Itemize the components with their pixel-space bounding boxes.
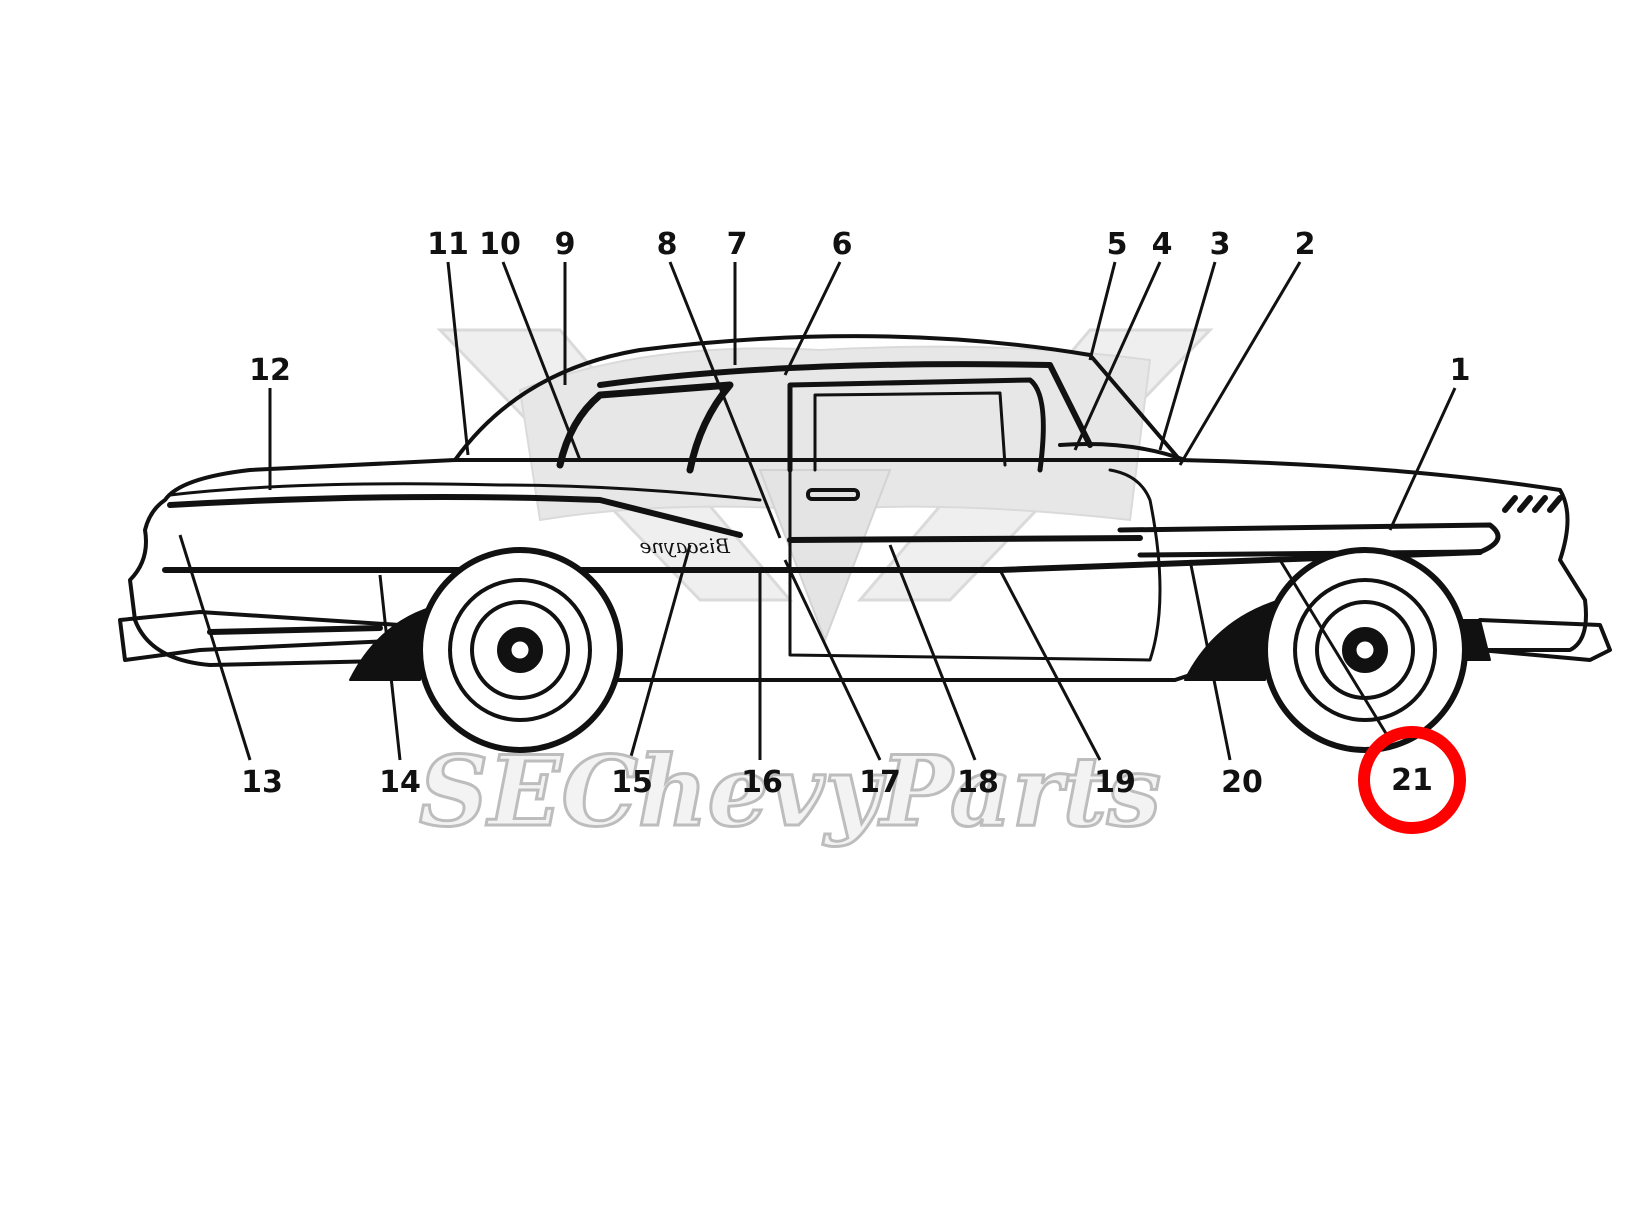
callout-1: 1 <box>1450 353 1471 388</box>
callout-numbers: 1 2 3 4 5 6 7 8 9 10 11 12 13 14 15 16 1… <box>241 227 1470 800</box>
callout-15: 15 <box>611 765 653 800</box>
callout-20: 20 <box>1221 765 1263 800</box>
callout-12: 12 <box>249 353 291 388</box>
leader-lines <box>178 261 1457 761</box>
callout-10: 10 <box>479 227 521 262</box>
leader-line-1 <box>1388 387 1457 531</box>
leader-line-15 <box>628 544 692 761</box>
leader-line-21 <box>1278 559 1392 741</box>
callout-6: 6 <box>832 227 853 262</box>
callout-3: 3 <box>1210 227 1231 262</box>
callout-13: 13 <box>241 765 283 800</box>
leader-line-11 <box>446 261 470 456</box>
leader-line-18 <box>888 544 977 761</box>
callout-11: 11 <box>427 227 469 262</box>
leader-line-13 <box>178 534 252 761</box>
callout-18: 18 <box>957 765 999 800</box>
callout-8: 8 <box>657 227 678 262</box>
front-wheel <box>1262 547 1468 753</box>
leader-line-17 <box>783 559 882 761</box>
callout-7: 7 <box>727 227 748 262</box>
leader-line-19 <box>998 569 1102 761</box>
biscayne-script-badge: Biscayne <box>640 534 732 558</box>
leader-line-20 <box>1188 559 1232 761</box>
callout-21: 21 <box>1391 763 1433 798</box>
leader-line-6 <box>783 261 842 376</box>
leader-line-10 <box>501 261 582 461</box>
callout-5: 5 <box>1107 227 1128 262</box>
leader-line-8 <box>668 261 782 539</box>
watermark-text: SEChevyParts <box>419 735 1161 848</box>
leader-line-3 <box>1158 261 1217 451</box>
rear-wheel <box>417 547 623 753</box>
callout-19: 19 <box>1094 765 1136 800</box>
callout-14: 14 <box>379 765 421 800</box>
callout-4: 4 <box>1152 227 1173 262</box>
highlight-ring <box>1358 726 1466 834</box>
callout-16: 16 <box>741 765 783 800</box>
leader-line-14 <box>378 574 402 761</box>
callout-17: 17 <box>859 765 901 800</box>
leader-line-2 <box>1178 261 1302 466</box>
leader-line-5 <box>1088 261 1117 361</box>
callout-9: 9 <box>555 227 576 262</box>
callout-2: 2 <box>1295 227 1316 262</box>
leader-line-4 <box>1073 261 1162 451</box>
